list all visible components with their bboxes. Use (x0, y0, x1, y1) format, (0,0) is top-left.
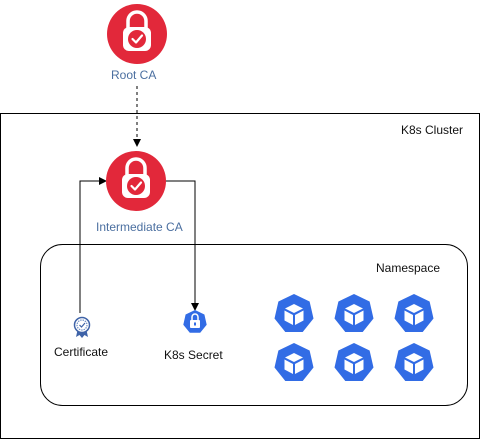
cluster-boundary (0, 113, 480, 439)
cluster-label: K8s Cluster (401, 123, 464, 137)
intermediate-ca-label: Intermediate CA (96, 220, 183, 234)
k8s-pod-icon[interactable] (394, 294, 434, 332)
root-ca-label: Root CA (111, 68, 157, 82)
k8s-pod-icon[interactable] (334, 294, 374, 332)
certificate-ribbon-icon[interactable] (73, 316, 91, 339)
certificate-label: Certificate (54, 345, 109, 359)
k8s-pod-icon[interactable] (394, 343, 434, 381)
k8s-pod-icon[interactable] (274, 294, 314, 332)
k8s-secret-label: K8s Secret (164, 348, 223, 362)
namespace-label: Namespace (376, 261, 441, 275)
certificate-to-intermediate-connector (79, 177, 107, 313)
k8s-pod-icon[interactable] (334, 343, 374, 381)
pods-grid (274, 294, 434, 381)
root-ca-padlock-icon[interactable] (105, 2, 169, 66)
k8s-pod-icon[interactable] (274, 343, 314, 381)
intermediate-to-secret-connector (165, 180, 199, 311)
namespace-boundary (40, 244, 468, 406)
k8s-secret-icon[interactable] (183, 310, 207, 333)
intermediate-ca-padlock-icon[interactable] (104, 149, 168, 213)
